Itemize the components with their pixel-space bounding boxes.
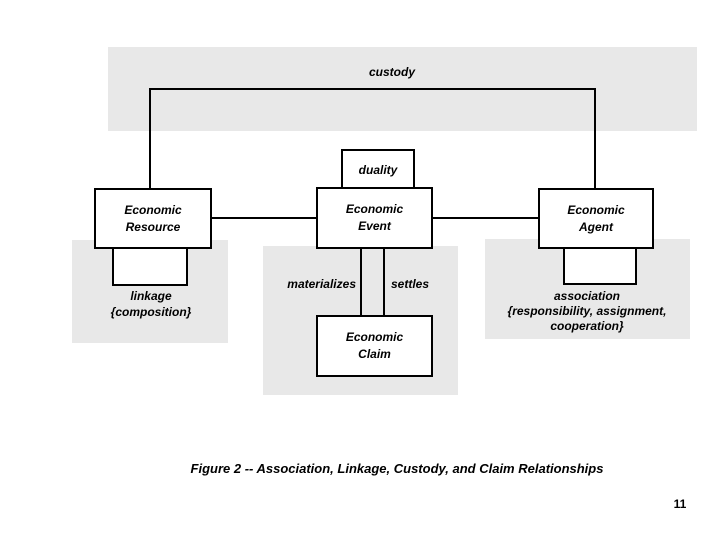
economic-resource-label-line2: Resource bbox=[125, 219, 181, 234]
economic-resource-entity-box: Economic Resource bbox=[94, 188, 212, 249]
linkage-label-line1: linkage bbox=[130, 289, 172, 303]
linkage-label: linkage {composition} bbox=[76, 288, 226, 320]
page-number: 11 bbox=[673, 497, 687, 511]
economic-claim-entity-box: Economic Claim bbox=[316, 315, 433, 377]
materializes-label: materializes bbox=[287, 277, 356, 291]
custody-connector-line bbox=[149, 88, 596, 189]
duality-label: duality bbox=[358, 162, 398, 177]
settles-label: settles bbox=[391, 277, 430, 291]
event-agent-connector-line bbox=[431, 217, 540, 219]
association-label: association {responsibility, assignment,… bbox=[484, 289, 690, 334]
association-label-line1: association bbox=[553, 289, 621, 303]
custody-label: custody bbox=[368, 65, 415, 79]
association-label-line3: cooperation} bbox=[550, 319, 624, 333]
economic-claim-label-line2: Claim bbox=[358, 347, 391, 361]
figure-caption: Figure 2 -- Association, Linkage, Custod… bbox=[190, 461, 604, 476]
economic-agent-entity-box: Economic Agent bbox=[538, 188, 654, 249]
linkage-label-line2: {composition} bbox=[110, 305, 192, 319]
economic-event-label-line2: Event bbox=[358, 219, 391, 233]
economic-resource-label-line1: Economic bbox=[124, 202, 182, 217]
economic-claim-label-line1: Economic bbox=[345, 330, 404, 344]
association-label-line2: {responsibility, assignment, bbox=[507, 304, 667, 318]
economic-agent-label-line1: Economic bbox=[567, 202, 625, 217]
economic-agent-label-line2: Agent bbox=[579, 219, 613, 234]
duality-relationship-box: duality bbox=[341, 149, 415, 191]
resource-event-connector-line bbox=[210, 217, 318, 219]
economic-event-entity-box: Economic Event bbox=[316, 187, 433, 249]
settles-connector-line bbox=[383, 246, 385, 317]
materializes-connector-line bbox=[360, 246, 362, 317]
economic-event-label-line1: Economic bbox=[345, 202, 404, 216]
